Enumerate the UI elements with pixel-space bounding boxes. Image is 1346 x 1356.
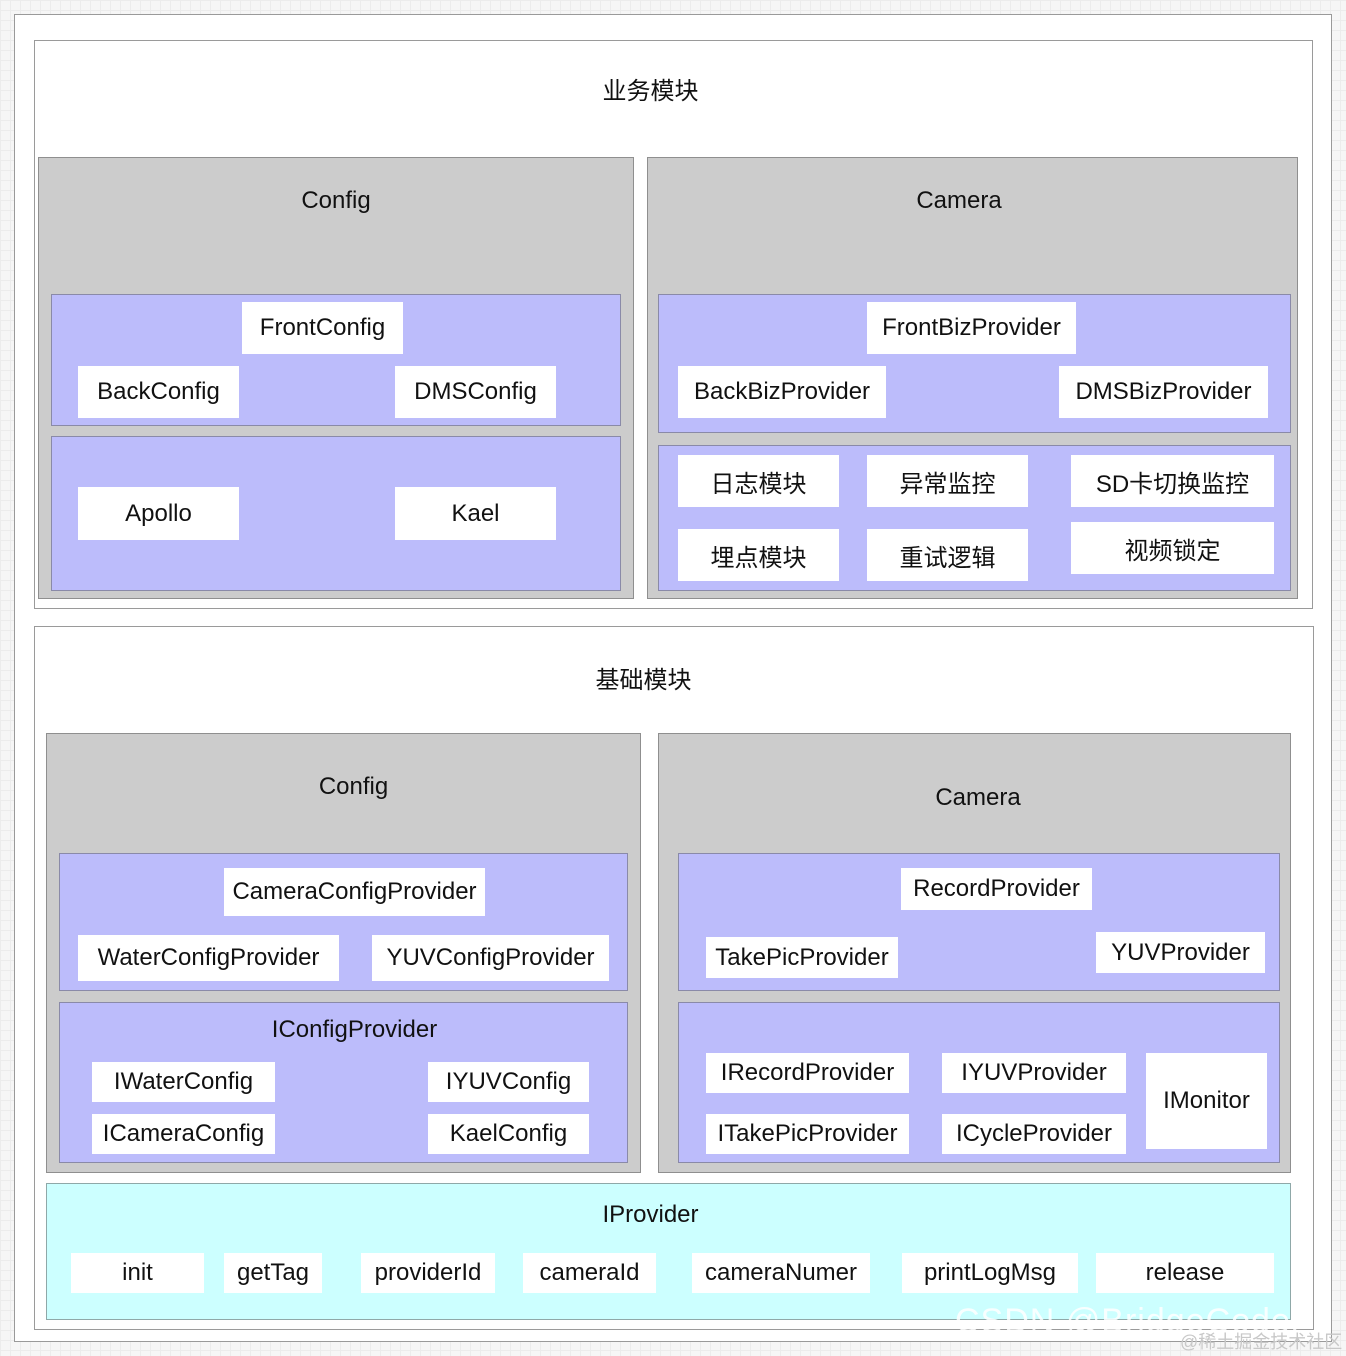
iyuv-provider-node: IYUVProvider: [942, 1053, 1126, 1093]
video-lock-node: 视频锁定: [1071, 522, 1274, 574]
dms-config-node: DMSConfig: [395, 366, 556, 418]
juejin-watermark: @稀土掘金技术社区: [1180, 1332, 1343, 1352]
retry-logic-node: 重试逻辑: [867, 529, 1028, 581]
iyuv-config-node: IYUVConfig: [428, 1062, 589, 1102]
kael-config-node: KaelConfig: [428, 1114, 589, 1154]
dms-biz-provider-node: DMSBizProvider: [1059, 366, 1268, 418]
method-provider-id: providerId: [361, 1253, 495, 1293]
yuv-provider-node: YUVProvider: [1096, 932, 1265, 973]
front-biz-provider-node: FrontBizProvider: [867, 302, 1076, 354]
takepic-provider-node: TakePicProvider: [706, 937, 898, 978]
icycle-provider-node: ICycleProvider: [942, 1114, 1126, 1154]
yuv-config-provider-node: YUVConfigProvider: [372, 935, 609, 981]
business-camera-title: Camera: [916, 187, 1002, 214]
front-config-node: FrontConfig: [242, 302, 403, 354]
back-config-node: BackConfig: [78, 366, 239, 418]
record-provider-node: RecordProvider: [901, 868, 1092, 910]
camera-config-provider-node: CameraConfigProvider: [224, 868, 485, 916]
method-get-tag: getTag: [224, 1253, 322, 1293]
iprovider-group: [46, 1183, 1291, 1320]
irecord-provider-node: IRecordProvider: [706, 1053, 909, 1093]
method-camera-numer: cameraNumer: [692, 1253, 870, 1293]
iprovider-title: IProvider: [602, 1201, 699, 1228]
business-config-title: Config: [301, 187, 371, 214]
back-biz-provider-node: BackBizProvider: [678, 366, 886, 418]
base-config-title: Config: [318, 773, 389, 800]
iwater-config-node: IWaterConfig: [92, 1062, 275, 1102]
icamera-config-node: ICameraConfig: [92, 1114, 275, 1154]
iconfig-provider-title: IConfigProvider: [271, 1016, 438, 1043]
apollo-node: Apollo: [78, 487, 239, 540]
sd-switch-monitor-node: SD卡切换监控: [1071, 455, 1274, 507]
method-init: init: [71, 1253, 204, 1293]
csdn-watermark: CSDN @BridgeCoder: [955, 1302, 1304, 1340]
log-module-node: 日志模块: [678, 455, 839, 507]
method-release: release: [1096, 1253, 1274, 1293]
kael-node: Kael: [395, 487, 556, 540]
imonitor-node: IMonitor: [1146, 1053, 1267, 1149]
tracking-module-node: 埋点模块: [678, 529, 839, 581]
water-config-provider-node: WaterConfigProvider: [78, 935, 339, 981]
base-module-title: 基础模块: [595, 666, 692, 694]
exception-monitor-node: 异常监控: [867, 455, 1028, 507]
method-camera-id: cameraId: [523, 1253, 656, 1293]
base-camera-title: Camera: [935, 784, 1021, 811]
itakepic-provider-node: ITakePicProvider: [706, 1114, 909, 1154]
business-module-title: 业务模块: [602, 77, 699, 105]
method-print-log-msg: printLogMsg: [902, 1253, 1078, 1293]
